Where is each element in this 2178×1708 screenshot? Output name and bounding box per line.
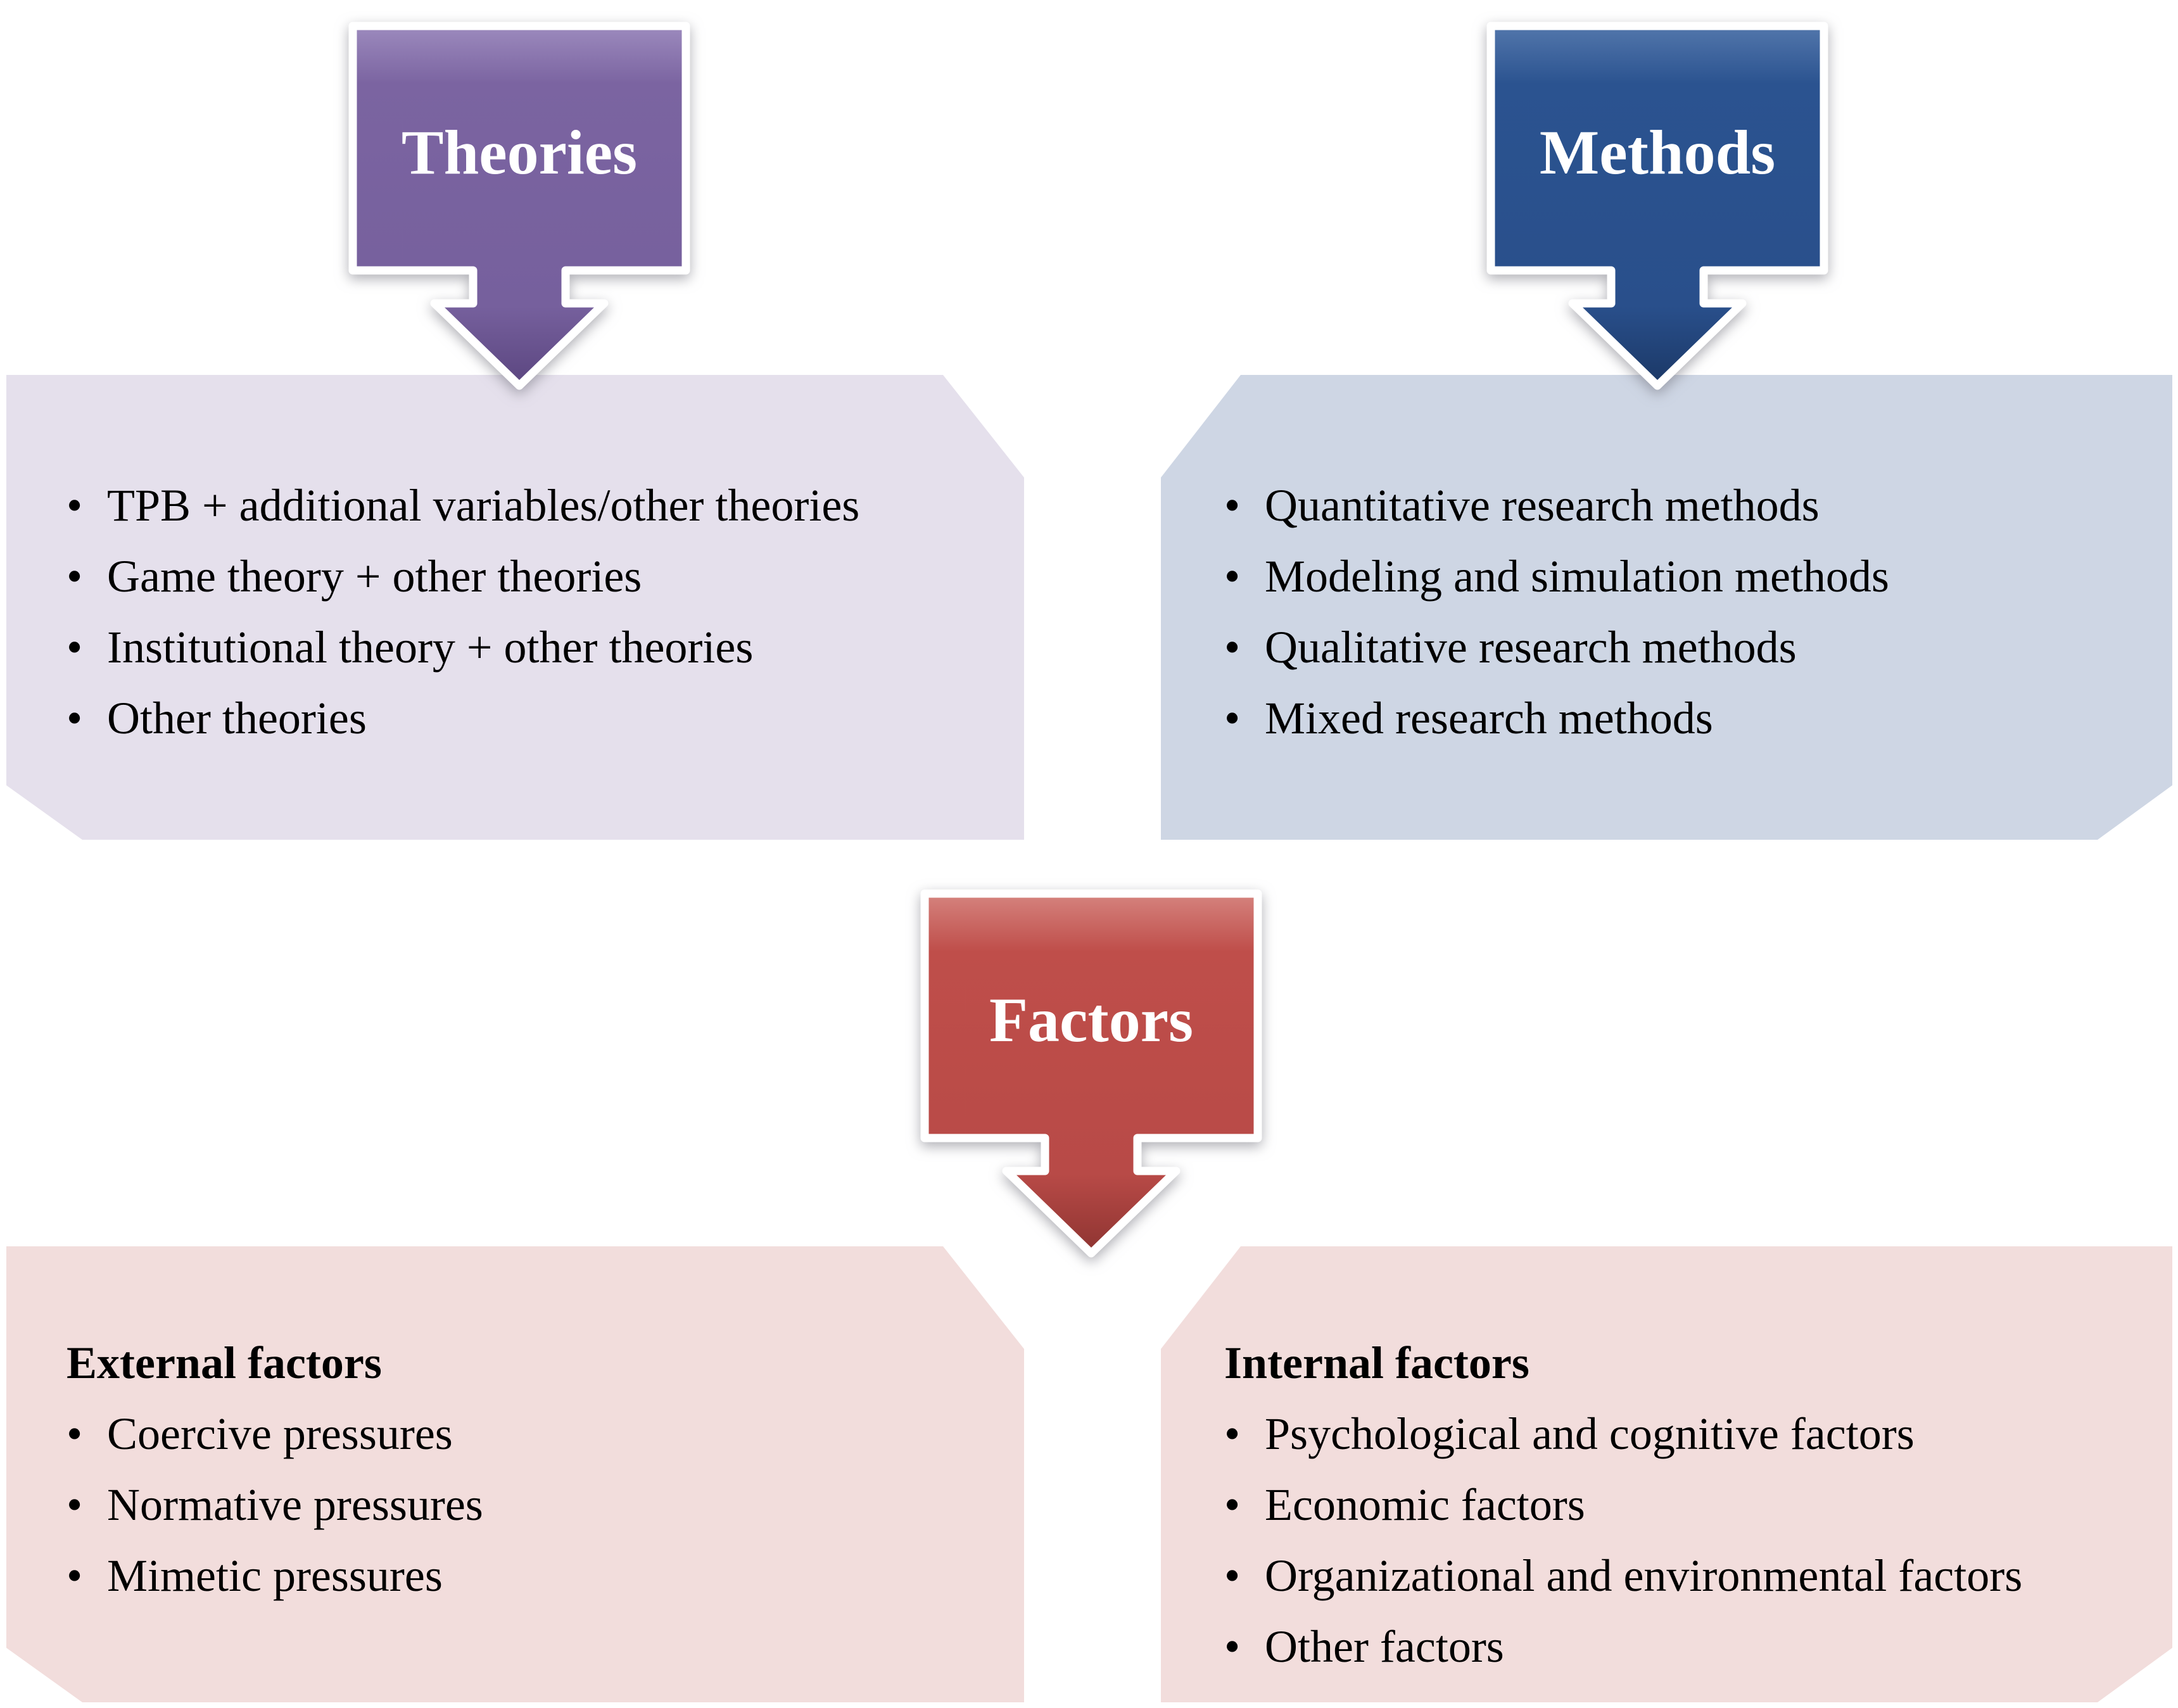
theories-arrow-label: Theories [402,117,637,187]
theories-list: TPB + additional variables/other theorie… [66,470,986,754]
list-item: Mimetic pressures [66,1540,986,1611]
methods-panel: Quantitative research methods Modeling a… [1161,375,2172,840]
methods-list: Quantitative research methods Modeling a… [1224,470,2134,754]
internal-factors-panel: Internal factors Psychological and cogni… [1161,1246,2172,1702]
methods-arrow-shape [1486,22,1828,390]
theories-arrow-shape [348,22,690,390]
list-item: Other factors [1224,1611,2134,1682]
theories-panel: TPB + additional variables/other theorie… [6,375,1024,840]
list-item: Other theories [66,683,986,754]
external-factors-panel: External factors Coercive pressures Norm… [6,1246,1024,1702]
external-factors-list: Coercive pressures Normative pressures M… [66,1398,986,1611]
list-item: Coercive pressures [66,1398,986,1469]
list-item: Game theory + other theories [66,541,986,612]
internal-factors-heading: Internal factors [1224,1338,1529,1388]
factors-arrow-label: Factors [989,985,1193,1055]
list-item: Modeling and simulation methods [1224,541,2134,612]
external-factors-heading: External factors [66,1338,382,1388]
list-item: Mixed research methods [1224,683,2134,754]
factors-arrow-callout: Factors [920,889,1262,1258]
list-item: Quantitative research methods [1224,470,2134,541]
list-item: Psychological and cognitive factors [1224,1398,2134,1469]
list-item: Organizational and environmental factors [1224,1540,2134,1611]
list-item: Economic factors [1224,1469,2134,1540]
list-item: Qualitative research methods [1224,612,2134,683]
theories-arrow-callout: Theories [348,22,690,390]
methods-arrow-label: Methods [1540,117,1775,187]
list-item: Normative pressures [66,1469,986,1540]
list-item: Institutional theory + other theories [66,612,986,683]
list-item: TPB + additional variables/other theorie… [66,470,986,541]
internal-factors-list: Psychological and cognitive factors Econ… [1224,1398,2134,1682]
methods-arrow-callout: Methods [1486,22,1828,390]
factors-arrow-shape [920,889,1262,1258]
